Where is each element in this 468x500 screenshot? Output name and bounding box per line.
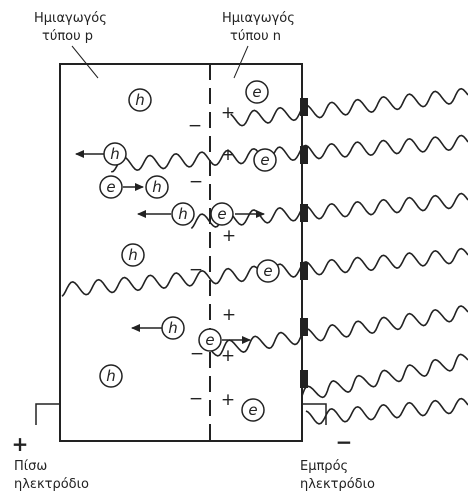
negative-charge-4: − — [190, 344, 204, 364]
p-region-label-line1: Ημιαγωγός — [34, 11, 107, 26]
electron-symbol: e — [106, 178, 115, 196]
electron-carrier-10: e — [256, 259, 280, 283]
electron-symbol: e — [248, 401, 257, 419]
n-label-leader — [233, 45, 249, 79]
hole-symbol: h — [110, 145, 120, 163]
hole-carrier-7: h — [171, 202, 195, 226]
back-electrode-label-line1: Πίσω — [14, 459, 47, 474]
electron-carrier-4: e — [253, 148, 277, 172]
electron-circle — [245, 80, 269, 104]
hole-carrier-6: h — [145, 175, 169, 199]
n-region-label-line1: Ημιαγωγός — [222, 11, 295, 26]
hole-symbol: h — [135, 91, 145, 109]
electron-circle — [256, 259, 280, 283]
n-region-label-line2: τύπου n — [230, 29, 281, 44]
p-label-leader — [71, 45, 99, 79]
cell-body — [59, 63, 303, 442]
hole-carrier-3: h — [103, 142, 127, 166]
hole-circle — [99, 364, 123, 388]
electron-circle — [210, 202, 234, 226]
p-region-label-line2: τύπου p — [42, 29, 93, 44]
electron-circle — [253, 148, 277, 172]
photon-wave-3 — [190, 192, 468, 230]
negative-charge-5: − — [189, 389, 203, 409]
photon-wave-1 — [230, 87, 468, 127]
front-electrode-wire — [302, 403, 327, 425]
hole-carrier-9: h — [121, 243, 145, 267]
electron-carrier-12: e — [198, 328, 222, 352]
hole-circle — [121, 243, 145, 267]
hole-symbol: h — [106, 367, 116, 385]
hole-circle — [161, 316, 185, 340]
electron-circle — [99, 175, 123, 199]
hole-symbol: h — [178, 205, 188, 223]
negative-charge-2: − — [189, 172, 203, 192]
electron-symbol: e — [260, 151, 269, 169]
hole-symbol: h — [152, 178, 162, 196]
electron-symbol: e — [263, 262, 272, 280]
hole-carrier-1: h — [128, 88, 152, 112]
negative-charge-1: − — [188, 116, 202, 136]
photon-wave-2 — [111, 134, 468, 173]
front-electrode-label-line1: Εμπρός — [300, 459, 348, 474]
hole-circle — [128, 88, 152, 112]
hole-carrier-11: h — [161, 316, 185, 340]
photon-waves — [61, 87, 468, 425]
hole-symbol: h — [128, 246, 138, 264]
electron-symbol: e — [217, 205, 226, 223]
positive-charge-5: + — [221, 346, 235, 366]
positive-charge-1: + — [221, 103, 235, 123]
electron-circle — [198, 328, 222, 352]
junction-charges: −−−−−++++++ — [188, 103, 236, 410]
hole-circle — [103, 142, 127, 166]
electron-carrier-2: e — [245, 80, 269, 104]
positive-terminal: + — [12, 432, 29, 456]
back-electrode-label-line2: ηλεκτρόδιο — [14, 477, 89, 492]
hole-symbol: h — [168, 319, 178, 337]
electron-symbol: e — [205, 331, 214, 349]
negative-terminal: − — [336, 430, 353, 454]
electron-circle — [241, 398, 265, 422]
positive-charge-2: + — [221, 145, 235, 165]
hole-circle — [171, 202, 195, 226]
positive-charge-4: + — [222, 305, 236, 325]
carrier-motion-arrows — [75, 150, 265, 344]
negative-charge-3: − — [189, 260, 203, 280]
electron-carrier-8: e — [210, 202, 234, 226]
photon-wave-7 — [305, 397, 468, 425]
hole-carrier-13: h — [99, 364, 123, 388]
electron-symbol: e — [252, 83, 261, 101]
photon-wave-5 — [210, 305, 468, 357]
positive-charge-3: + — [222, 226, 236, 246]
electron-carrier-5: e — [99, 175, 123, 199]
back-electrode-wire — [35, 403, 60, 425]
photon-wave-6 — [301, 353, 468, 399]
electron-carrier-14: e — [241, 398, 265, 422]
positive-charge-6: + — [221, 390, 235, 410]
hole-circle — [145, 175, 169, 199]
front-electrode-label-line2: ηλεκτρόδιο — [300, 477, 375, 492]
